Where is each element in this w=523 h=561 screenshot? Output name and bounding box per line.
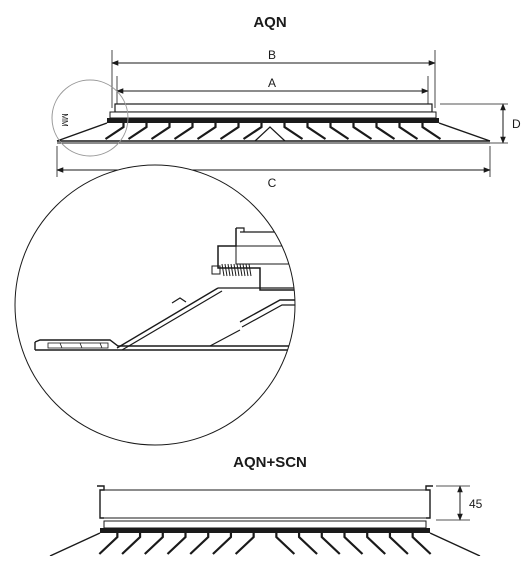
diffuser-vane (275, 533, 296, 555)
diffuser-vane (306, 123, 327, 140)
diffuser-vane (150, 123, 171, 140)
dimension-b: B (111, 48, 436, 108)
diffuser-vane (352, 123, 373, 140)
diffuser-profile-aqn-scn (49, 485, 481, 557)
diffuser-vane (166, 533, 187, 555)
diffuser-vane (173, 123, 194, 140)
diffuser-vane (121, 533, 142, 555)
bottom-view-title: AQN+SCN (233, 454, 307, 471)
diffuser-vane (320, 533, 341, 555)
diffuser-vane (98, 533, 119, 555)
diffuser-vane (329, 123, 350, 140)
spring-coil (242, 263, 246, 277)
diffuser-vane (196, 123, 217, 140)
diffuser-vane (189, 533, 210, 555)
spring-coil (230, 263, 234, 277)
diffuser-vane (242, 123, 263, 140)
diffuser-vane (144, 533, 164, 555)
diffuser-vane (212, 533, 233, 555)
diffuser-vane (297, 533, 318, 555)
diffuser-vane (283, 123, 304, 140)
top-view-title: AQN (253, 14, 286, 31)
spring-coil (224, 263, 228, 277)
diffuser-vane (375, 123, 396, 140)
spring-coil (233, 263, 237, 277)
diffuser-vane (104, 123, 125, 140)
dimension-45: 45 (436, 485, 483, 521)
detail-callout-circle: MM (51, 79, 129, 157)
spring-coil (248, 263, 252, 277)
dimension-d: D (440, 103, 521, 144)
dimension-b-label: B (268, 48, 276, 62)
spring-coil (221, 263, 225, 277)
diffuser-vane (388, 533, 409, 555)
diffuser-vane (411, 533, 432, 555)
diffuser-vane (234, 533, 255, 555)
dimension-a: A (116, 76, 429, 108)
diffuser-profile-aqn (56, 103, 491, 144)
diffuser-vane (366, 533, 386, 555)
spring-coil (236, 263, 240, 277)
dimension-d-label: D (512, 117, 521, 131)
diffuser-vane (398, 123, 419, 140)
callout-marker-label: MM (60, 113, 69, 127)
magnified-detail (14, 164, 296, 446)
spring-coil (227, 263, 231, 277)
dimension-c-label: C (268, 176, 277, 190)
diffuser-vane (421, 123, 442, 140)
spring-coil (239, 263, 243, 277)
spring-coil (245, 263, 249, 277)
dimension-45-label: 45 (469, 497, 483, 511)
diffuser-vane (127, 123, 148, 140)
dimension-a-label: A (268, 76, 276, 90)
diffuser-vane (219, 123, 240, 140)
diffuser-vane (343, 533, 364, 555)
